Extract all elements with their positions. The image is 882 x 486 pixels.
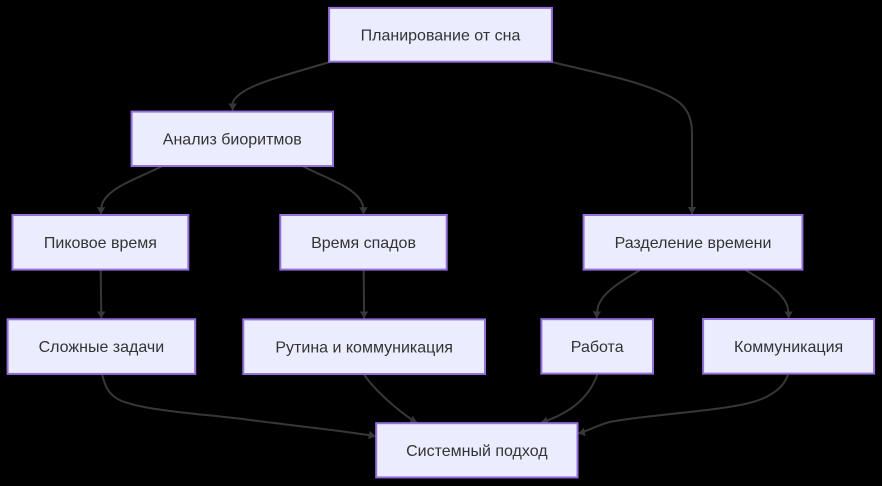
svg-text:Системный подход: Системный подход [406,443,548,460]
svg-text:Пиковое время: Пиковое время [44,235,157,252]
svg-text:Сложные задачи: Сложные задачи [39,339,165,356]
svg-text:Коммуникация: Коммуникация [734,339,843,356]
svg-text:Планирование от сна: Планирование от сна [361,27,521,44]
svg-text:Рутина и коммуникация: Рутина и коммуникация [275,339,453,356]
svg-text:Анализ биоритмов: Анализ биоритмов [163,131,302,148]
svg-text:Разделение времени: Разделение времени [615,235,772,252]
svg-text:Время спадов: Время спадов [311,235,416,252]
svg-text:Работа: Работа [571,339,624,356]
